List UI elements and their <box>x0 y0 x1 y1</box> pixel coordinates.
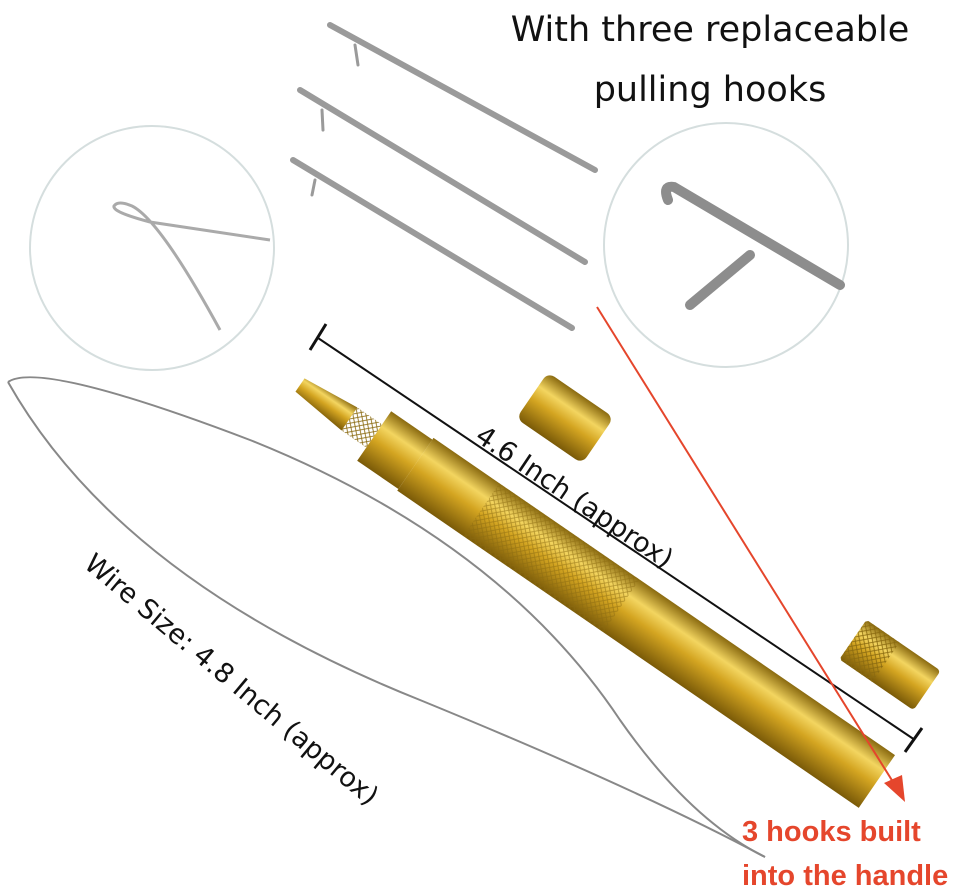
gold-cap <box>519 375 611 461</box>
callout-text: 3 hooks built into the handle <box>742 810 948 893</box>
headline-line-1: With three replaceable <box>510 10 910 50</box>
headline: With three replaceable pulling hooks <box>480 0 940 120</box>
callout-line-2: into the handle <box>742 860 949 892</box>
callout-line-1: 3 hooks built <box>742 816 921 848</box>
gold-nut <box>839 619 940 709</box>
callout-arrow <box>596 306 905 802</box>
headline-line-2: pulling hooks <box>593 70 827 110</box>
hook-detail-circle <box>603 122 849 368</box>
pen-length-dimension-line <box>308 323 924 753</box>
wire-loop-detail-circle <box>29 125 275 371</box>
replaceable-hooks <box>290 22 598 331</box>
threader-wire <box>7 376 766 858</box>
gold-pen-handle <box>295 378 896 808</box>
